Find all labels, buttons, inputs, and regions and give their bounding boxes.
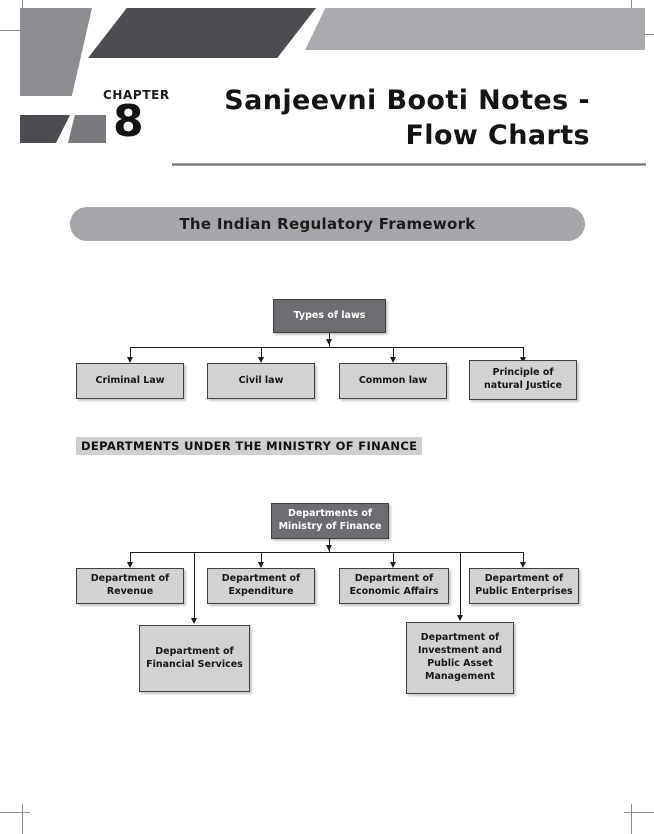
title-divider-rule	[172, 163, 646, 166]
flow2-leaf-2-label-line-1: Department of	[221, 573, 301, 585]
flow2-leaf-department-of-financial-services: Department of Financial Services	[139, 625, 250, 692]
flow2-leaf-6-label-line-2: Investment and	[417, 645, 503, 657]
chapter-label: CHAPTER	[103, 88, 170, 102]
flow1-leaf-3-label: Common law	[358, 374, 428, 386]
flow2-root-arrow	[325, 545, 332, 551]
flow2-leaf-1-label-line-2: Revenue	[106, 586, 154, 597]
flow1-root-arrow	[325, 339, 332, 345]
page-title: Sanjeevni Booti Notes - Flow Charts	[200, 84, 590, 153]
flow2-branch-arrow-financial-services	[190, 618, 197, 624]
flow1-bus	[130, 347, 523, 348]
header-chip-gray	[68, 115, 106, 143]
header-band-right-gray	[305, 8, 645, 50]
crop-mark-bottom-left-horizontal	[0, 812, 30, 813]
section-title-pill: The Indian Regulatory Framework	[70, 207, 585, 241]
header-band-dark	[88, 8, 316, 58]
header-chip-dark	[20, 115, 70, 143]
flow2-root-label-line-2: Ministry of Finance	[278, 521, 382, 532]
flow2-branch-line-economic-affairs	[393, 552, 394, 564]
flow2-root-label-line-1: Departments of	[287, 508, 373, 520]
flow1-leaf-4-label-line-2: natural Justice	[484, 380, 562, 391]
flow2-leaf-2-label-line-2: Expenditure	[228, 586, 294, 597]
flow2-leaf-5-label-line-2: Financial Services	[146, 658, 243, 670]
flow2-branch-arrow-expenditure	[257, 562, 264, 568]
flow1-branch-line-2	[261, 347, 262, 359]
header-band-left-gray	[20, 8, 92, 96]
flow1-leaf-4-label-line-1: Principle of	[492, 367, 554, 379]
flow2-leaf-3-label-line-2: Economic Affairs	[349, 586, 439, 597]
chapter-number: 8	[113, 96, 144, 147]
flow2-leaf-5-label-line-1: Department of	[155, 645, 234, 657]
flow2-leaf-1-label-line-1: Department of	[90, 573, 170, 585]
flow2-leaf-department-of-economic-affairs: Department of Economic Affairs	[339, 568, 449, 604]
flow1-root-label: Types of laws	[293, 309, 366, 321]
flow2-branch-line-public-enterprises	[523, 552, 524, 564]
flow1-leaf-civil-law: Civil law	[207, 363, 315, 399]
flow1-root-node: Types of laws	[273, 299, 386, 333]
flow2-branch-line-expenditure	[261, 552, 262, 564]
flow2-branch-line-revenue	[130, 552, 131, 564]
flow2-branch-arrow-revenue	[126, 562, 133, 568]
flow2-branch-arrow-public-enterprises	[519, 562, 526, 568]
flow2-leaf-department-of-investment-public-asset-management: Department of Investment and Public Asse…	[406, 622, 514, 694]
flow2-root-node: Departments of Ministry of Finance	[271, 503, 389, 539]
flow1-branch-line-3	[393, 347, 394, 359]
flow2-leaf-6-label-line-3: Public Asset	[427, 658, 493, 669]
flow2-leaf-6-label-line-1: Department of	[420, 632, 500, 644]
flow1-leaf-criminal-law: Criminal Law	[76, 363, 184, 399]
flow1-branch-arrow-3	[389, 357, 396, 363]
flow2-branch-line-financial-services	[194, 552, 195, 622]
crop-mark-bottom-right-horizontal	[624, 812, 654, 813]
flow1-leaf-2-label: Civil law	[238, 374, 284, 386]
flow1-branch-arrow-2	[257, 357, 264, 363]
flow1-leaf-principle-natural-justice: Principle of natural Justice	[469, 360, 577, 400]
flow2-leaf-department-of-public-enterprises: Department of Public Enterprises	[469, 568, 579, 604]
flow2-leaf-4-label-line-2: Public Enterprises	[475, 586, 573, 597]
page-title-line-2: Flow Charts	[405, 119, 590, 151]
flow2-leaf-department-of-revenue: Department of Revenue	[76, 568, 184, 604]
flow1-branch-arrow-1	[126, 357, 133, 363]
flow1-leaf-common-law: Common law	[339, 363, 447, 399]
flow1-branch-line-1	[130, 347, 131, 359]
flow2-branch-arrow-investment-public-asset	[456, 615, 463, 621]
flow2-leaf-3-label-line-1: Department of	[354, 573, 434, 585]
crop-mark-top-left-horizontal	[0, 30, 30, 31]
crop-mark-bottom-right-vertical	[631, 804, 632, 834]
page-title-line-1: Sanjeevni Booti Notes -	[224, 85, 590, 116]
flow1-branch-line-4	[523, 347, 524, 359]
flow2-leaf-6-label-line-4: Management	[425, 670, 495, 682]
flow1-leaf-1-label: Criminal Law	[95, 374, 165, 386]
section-subheading: DEPARTMENTS UNDER THE MINISTRY OF FINANC…	[76, 437, 423, 455]
flow2-leaf-4-label-line-1: Department of	[484, 573, 564, 585]
flow2-bus	[130, 552, 523, 553]
crop-mark-bottom-left-vertical	[22, 804, 23, 834]
flow2-branch-line-investment-public-asset	[460, 552, 461, 620]
flow2-branch-arrow-economic-affairs	[389, 562, 396, 568]
flow2-leaf-department-of-expenditure: Department of Expenditure	[207, 568, 315, 604]
